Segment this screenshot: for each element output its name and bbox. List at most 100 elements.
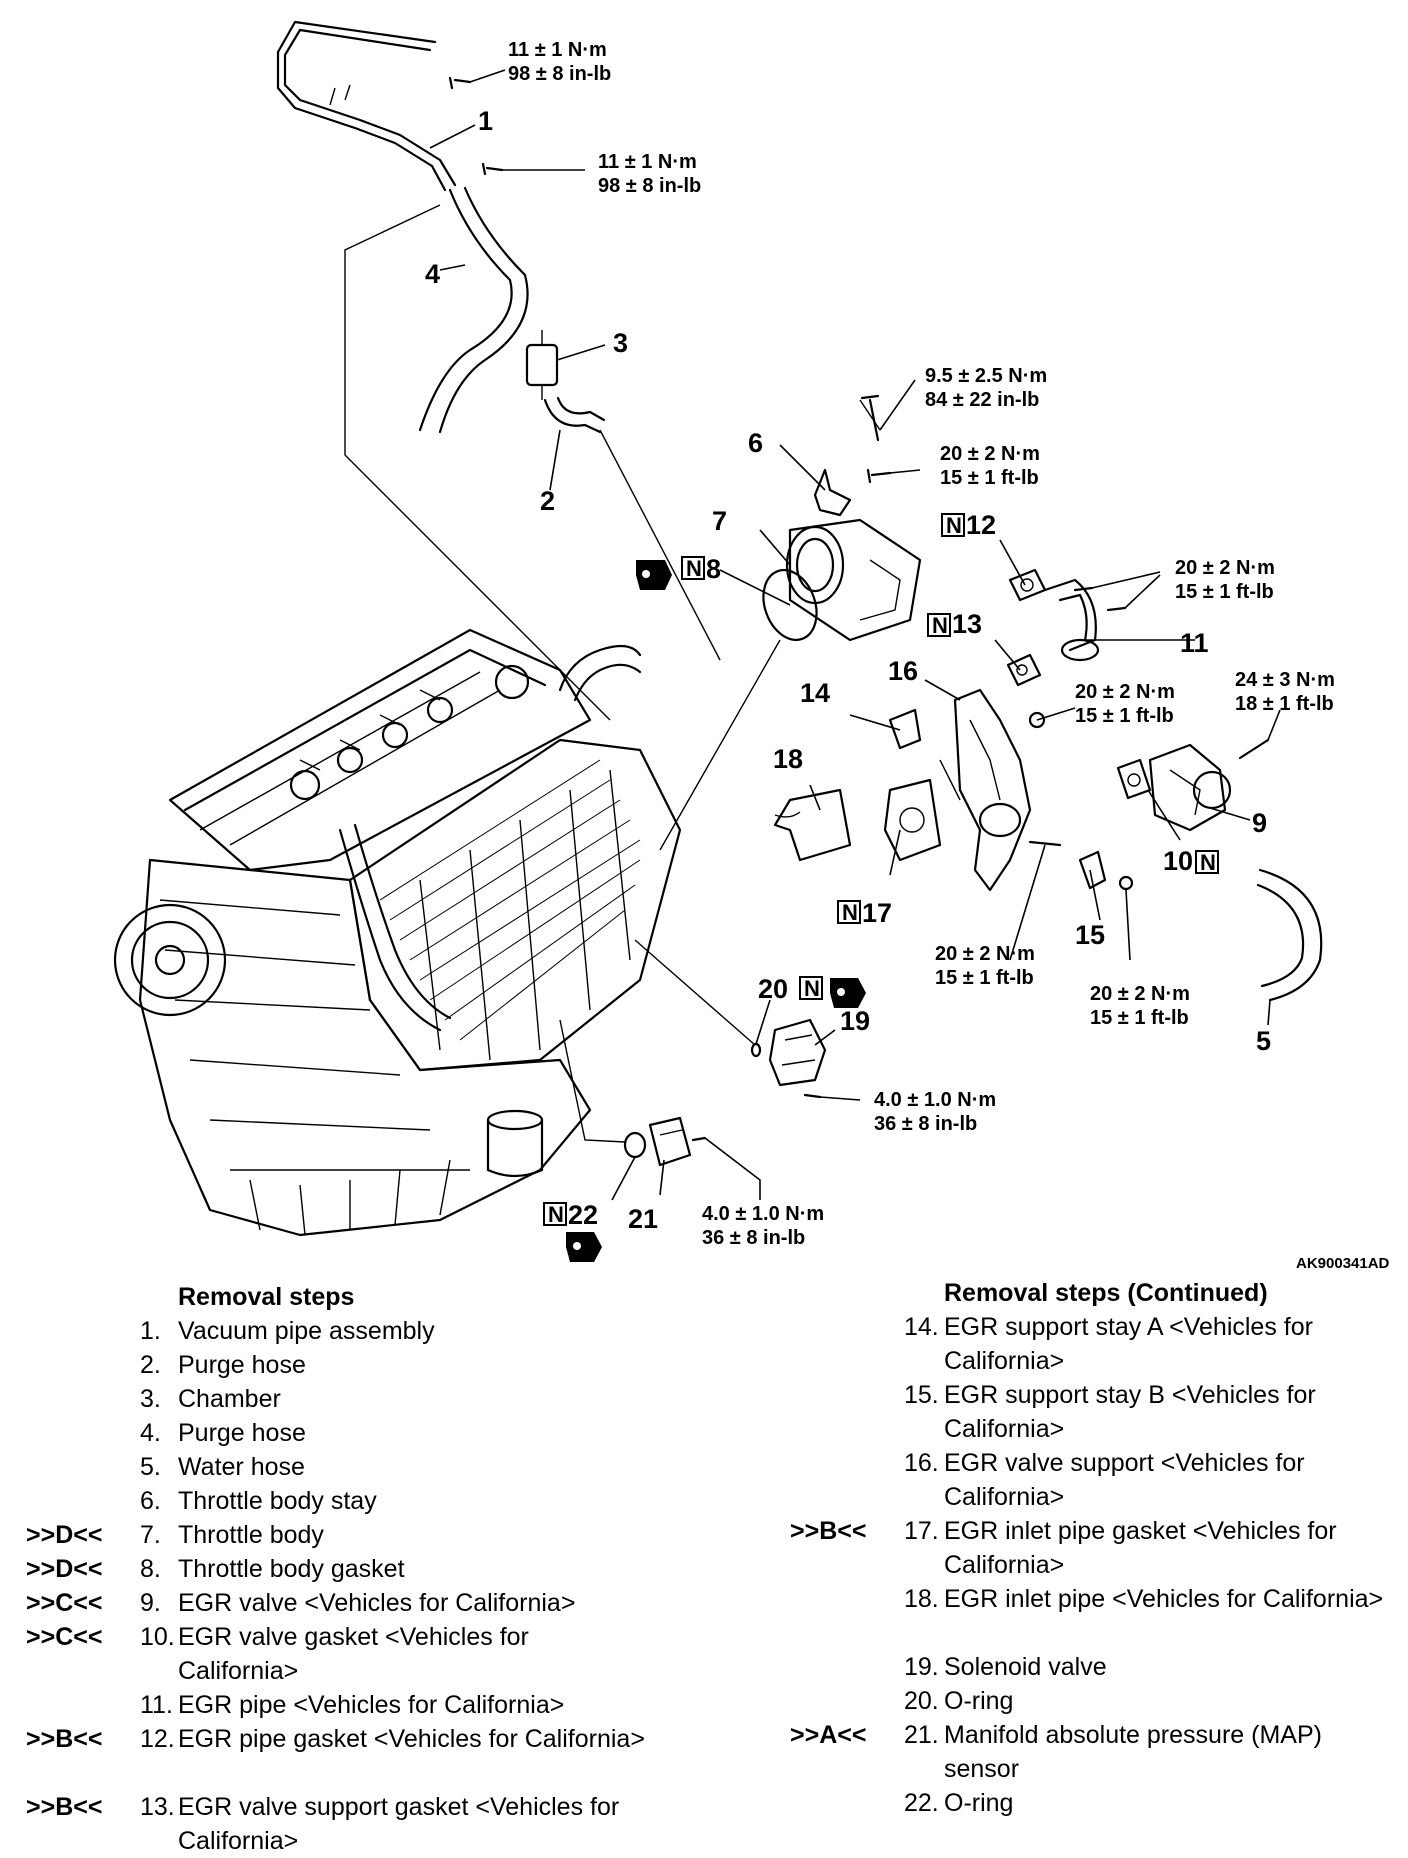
step-reference-mark: >>D<< xyxy=(26,1521,103,1549)
engine-assembly xyxy=(113,628,682,1237)
step-reference-mark: >>C<< xyxy=(26,1589,103,1617)
callout-labels: 1 4 3 2 6 7 8 12 11 13 16 14 18 17 9 10 … xyxy=(425,106,1271,1234)
water-hose xyxy=(1256,868,1323,1002)
egr-inlet-pipe xyxy=(773,788,852,862)
removal-step: >>B<<17.EGR inlet pipe gasket <Vehicles … xyxy=(780,1514,1408,1582)
egr-valve xyxy=(1148,743,1232,832)
callout-6: 6 xyxy=(748,428,763,458)
svg-text:N: N xyxy=(804,976,820,1001)
step-text: EGR inlet pipe gasket <Vehicles for Cali… xyxy=(944,1517,1337,1579)
torque-map-inlb: 36 ± 8 in-lb xyxy=(702,1227,805,1249)
step-number: 14. xyxy=(904,1313,939,1341)
callout-17: 17 xyxy=(862,898,892,928)
purge-hose-2 xyxy=(543,396,606,434)
step-text: EGR support stay B <Vehicles for Califor… xyxy=(944,1381,1316,1443)
torque-vac1-nm: 11 ± 1 N·m xyxy=(508,39,607,61)
step-number: 10. xyxy=(140,1623,175,1651)
removal-steps-continued-heading: Removal steps (Continued) xyxy=(944,1279,1268,1307)
step-number: 5. xyxy=(140,1453,161,1481)
new-part-icon-8: N xyxy=(681,556,705,581)
removal-step: 4. Purge hose xyxy=(0,1416,700,1450)
callout-14: 14 xyxy=(800,678,830,708)
step-text: Purge hose xyxy=(178,1419,306,1447)
step-reference-mark: >>B<< xyxy=(26,1725,103,1753)
step-number: 2. xyxy=(140,1351,161,1379)
step-number: 17. xyxy=(904,1517,939,1545)
step-number: 8. xyxy=(140,1555,161,1583)
step-number: 6. xyxy=(140,1487,161,1515)
torque-map-nm: 4.0 ± 1.0 N·m xyxy=(702,1203,824,1225)
throttle-body-gasket xyxy=(762,569,818,641)
step-number: 22. xyxy=(904,1789,939,1817)
step-text: Manifold absolute pressure (MAP) sensor xyxy=(944,1721,1322,1783)
removal-step: 14.EGR support stay A <Vehicles for Cali… xyxy=(780,1310,1408,1378)
step-text: Vacuum pipe assembly xyxy=(178,1317,435,1345)
step-text: EGR pipe <Vehicles for California> xyxy=(178,1691,565,1719)
step-text: EGR support stay A <Vehicles for Califor… xyxy=(944,1313,1313,1375)
step-text: Chamber xyxy=(178,1385,281,1413)
step-reference-mark: >>C<< xyxy=(26,1623,103,1651)
svg-text:N: N xyxy=(686,556,702,581)
callout-18: 18 xyxy=(773,744,803,774)
egr-valve-support-gasket xyxy=(1006,653,1042,687)
removal-step: 16.EGR valve support <Vehicles for Calif… xyxy=(780,1446,1408,1514)
torque-bolt15-nm: 20 ± 2 N·m xyxy=(935,943,1035,965)
chamber xyxy=(525,330,559,400)
egr-support-stay-a xyxy=(888,708,922,750)
removal-step: >>B<<13.EGR valve support gasket <Vehicl… xyxy=(0,1790,700,1858)
removal-step: 20.O-ring xyxy=(780,1684,1408,1718)
callout-5: 5 xyxy=(1256,1026,1271,1056)
callout-11: 11 xyxy=(1180,628,1209,658)
o-ring-20 xyxy=(750,1042,762,1058)
step-number: 21. xyxy=(904,1721,939,1749)
o-ring-22 xyxy=(623,1131,647,1159)
removal-step: 1.Vacuum pipe assembly xyxy=(0,1314,700,1348)
egr-valve-gasket xyxy=(1116,758,1152,800)
removal-step: >>D<< 7. Throttle body xyxy=(0,1518,700,1552)
torque-egrpipe-ftlb: 15 ± 1 ft-lb xyxy=(1175,581,1274,603)
bolts xyxy=(448,76,1270,1142)
new-part-icon-17: N xyxy=(837,900,861,925)
svg-text:N: N xyxy=(946,513,962,538)
torque-egrv-ftlb: 18 ± 1 ft-lb xyxy=(1235,693,1334,715)
callout-8: 8 xyxy=(706,554,721,584)
step-number: 7. xyxy=(140,1521,161,1549)
egr-support-stay-b xyxy=(1078,850,1107,890)
torque-sol-nm: 4.0 ± 1.0 N·m xyxy=(874,1089,996,1111)
torque-egrv-nm: 24 ± 3 N·m xyxy=(1235,669,1335,691)
callout-10: 10 xyxy=(1163,846,1193,876)
map-sensor xyxy=(648,1116,692,1167)
callout-7: 7 xyxy=(712,506,727,536)
throttle-body xyxy=(785,518,922,642)
removal-step: >>B<<12.EGR pipe gasket <Vehicles for Ca… xyxy=(0,1722,700,1790)
step-text: Throttle body xyxy=(178,1521,324,1549)
torque-vac2-nm: 11 ± 1 N·m xyxy=(598,151,697,173)
step-number: 20. xyxy=(904,1687,939,1715)
step-number: 13. xyxy=(140,1793,175,1821)
step-text: O-ring xyxy=(944,1687,1014,1715)
callout-4: 4 xyxy=(425,259,440,289)
torque-egrpipe-nm: 20 ± 2 N·m xyxy=(1175,557,1275,579)
new-part-icon-22: N xyxy=(543,1202,567,1227)
removal-step: 18.EGR inlet pipe <Vehicles for Californ… xyxy=(780,1582,1408,1650)
vacuum-pipe-assembly xyxy=(276,20,457,192)
removal-steps-heading: Removal steps xyxy=(178,1283,355,1311)
removal-step: 15.EGR support stay B <Vehicles for Cali… xyxy=(780,1378,1408,1446)
callout-13: 13 xyxy=(952,609,982,639)
removal-step: >>D<<8.Throttle body gasket xyxy=(0,1552,700,1586)
step-text: EGR pipe gasket <Vehicles for California… xyxy=(178,1725,645,1753)
step-text: Purge hose xyxy=(178,1351,306,1379)
removal-step: 22.O-ring xyxy=(780,1786,1408,1820)
step-text: EGR valve support <Vehicles for Californ… xyxy=(944,1449,1305,1511)
torque-support-nm: 20 ± 2 N·m xyxy=(1075,681,1175,703)
egr-valve-support xyxy=(953,688,1032,892)
torque-sol-inlb: 36 ± 8 in-lb xyxy=(874,1113,977,1135)
callout-15: 15 xyxy=(1075,920,1105,950)
removal-step: >>A<<21.Manifold absolute pressure (MAP)… xyxy=(780,1718,1408,1786)
solenoid-valve xyxy=(768,1018,827,1087)
step-text: EGR valve support gasket <Vehicles for C… xyxy=(178,1793,620,1855)
torque-specs: 11 ± 1 N·m 98 ± 8 in-lb 11 ± 1 N·m 98 ± … xyxy=(508,39,1335,1249)
grease-icon-22 xyxy=(566,1232,602,1262)
callout-12: 12 xyxy=(966,510,996,540)
step-number: 4. xyxy=(140,1419,161,1447)
